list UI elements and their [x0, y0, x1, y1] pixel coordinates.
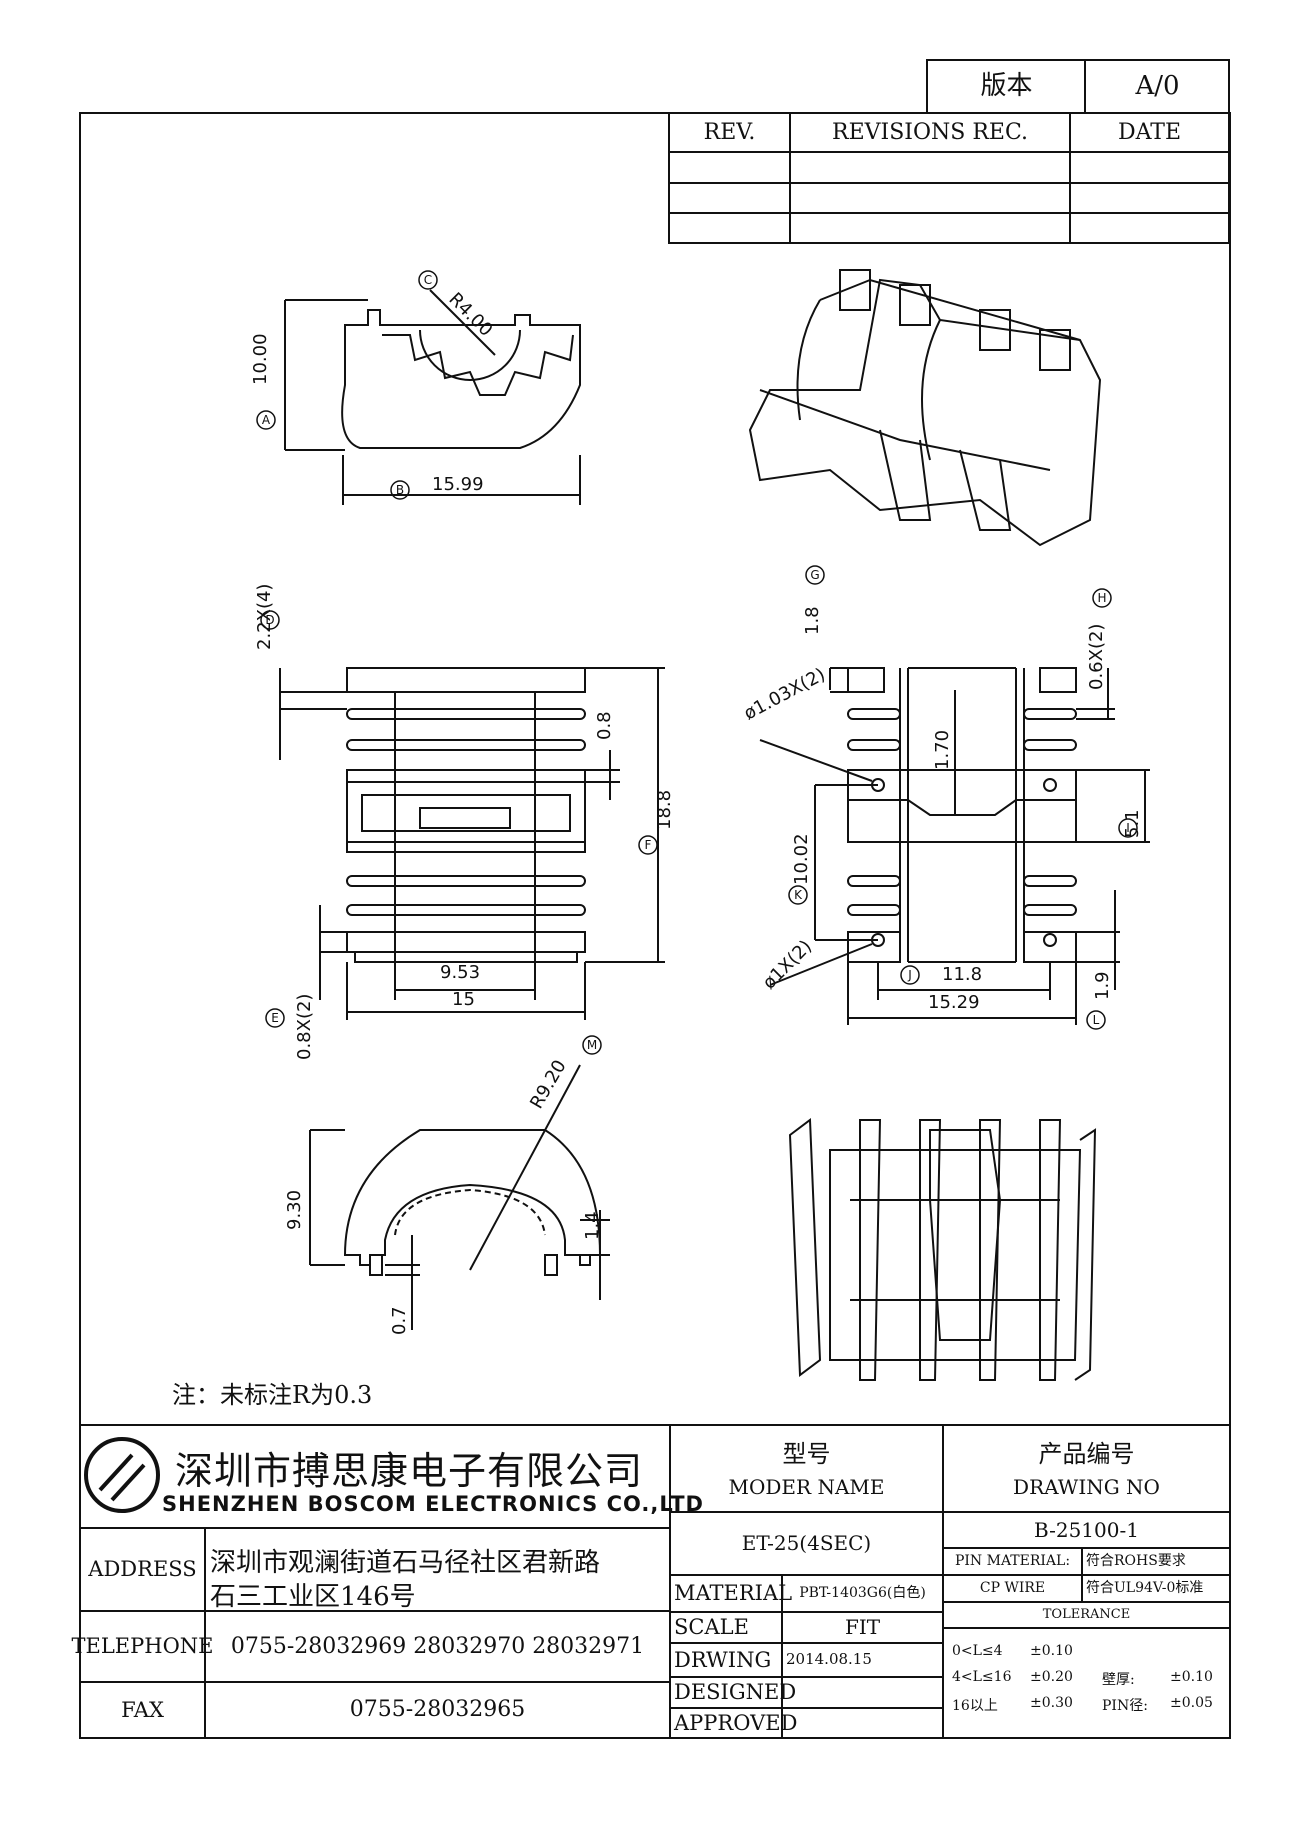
cp-wire-value: 符合UL94V-0标准 — [1086, 1580, 1204, 1597]
dim-step-value: 1.4 — [582, 1211, 603, 1240]
dim-E-value: 0.8X(2) — [294, 994, 315, 1060]
dim-L-value: 1.9 — [1092, 971, 1113, 1000]
dim-H-value: 0.6X(2) — [1086, 624, 1107, 690]
side-view — [759, 667, 1150, 1025]
version-label: 版本 — [980, 71, 1033, 102]
address-label: ADDRESS — [88, 1557, 197, 1582]
approved-value — [782, 1708, 943, 1738]
drawing-date-label: DRWING — [674, 1647, 772, 1672]
circle-label-A: A — [262, 413, 271, 427]
tolerance-label: TOLERANCE — [1042, 1606, 1131, 1622]
circle-label-K: K — [794, 888, 803, 902]
date-header: DATE — [1117, 119, 1182, 145]
circle-markers — [256, 270, 1138, 1055]
dim-bottom-height-value: 9.30 — [284, 1190, 305, 1230]
bottom-view — [309, 1064, 610, 1330]
revisions-rec-header: REVISIONS REC. — [832, 119, 1028, 145]
cp-wire-label: CP WIRE — [979, 1580, 1046, 1597]
fax-label: FAX — [121, 1697, 164, 1722]
dim-A-value: 10.00 — [250, 333, 271, 385]
scale-label: SCALE — [674, 1615, 749, 1640]
material-value: PBT-1403G6(白色) — [799, 1585, 926, 1602]
circle-label-H: H — [1097, 591, 1106, 605]
dim-M-value: R9.20 — [526, 1056, 570, 1112]
dim-hole1-value: ø1.03X(2) — [740, 664, 828, 724]
dim-total-width-value: 15.29 — [928, 992, 980, 1013]
dim-C-value: R4.00 — [444, 289, 496, 341]
boscom-logo-icon — [84, 1437, 160, 1513]
drawing-date-value: 2014.08.15 — [786, 1650, 872, 1669]
tolerance-row-2-value: ±0.20 — [1030, 1669, 1073, 1685]
tolerance-row-2-range: 4<L≤16 — [952, 1669, 1012, 1685]
tolerance-row-1-range: 0<L≤4 — [952, 1643, 1003, 1659]
wall-thickness-value: ±0.10 — [1170, 1669, 1213, 1685]
tolerance-row-1-value: ±0.10 — [1030, 1643, 1073, 1659]
circle-label-I: I — [1126, 821, 1130, 835]
circle-label-L: L — [1093, 1013, 1100, 1027]
circle-label-D: D — [265, 613, 274, 627]
circle-label-E: E — [271, 1011, 279, 1025]
dim-D-value: 2.2X(4) — [254, 584, 275, 650]
drawing-no-label-en: DRAWING NO — [1013, 1474, 1160, 1499]
telephone-value: 0755-28032969 28032970 28032971 — [230, 1633, 645, 1659]
tolerance-row-3-value: ±0.30 — [1030, 1695, 1073, 1711]
isometric-bottom-view — [788, 1118, 1097, 1381]
scale-value: FIT — [844, 1615, 881, 1639]
version-value: A/0 — [1135, 71, 1180, 102]
dim-I-value: 5.1 — [1122, 809, 1143, 838]
dim-B-value: 15.99 — [432, 474, 484, 495]
tolerance-row-3-range: 16以上 — [952, 1698, 998, 1714]
pin-diameter-label: PIN径: — [1102, 1698, 1148, 1714]
dim-mid-value: 1.70 — [932, 730, 953, 770]
dim-J-value: 11.8 — [942, 964, 982, 985]
isometric-top-view — [748, 269, 1102, 547]
rev-header: REV. — [703, 119, 756, 145]
dim-outer-width-value: 15 — [452, 989, 475, 1010]
company-name-cn: 深圳市搏思康电子有限公司 — [175, 1449, 644, 1493]
wall-thickness-label: 壁厚: — [1102, 1672, 1135, 1688]
circle-letters: A B C D E F G H I J K L M — [262, 273, 1130, 1052]
model-value: ET-25(4SEC) — [741, 1531, 872, 1555]
end-view-top — [284, 289, 581, 505]
circle-label-B: B — [396, 483, 404, 497]
model-label-en: MODER NAME — [728, 1474, 885, 1499]
drawing-frame — [79, 112, 1231, 1739]
pin-material-label: PIN MATERIAL: — [954, 1553, 1071, 1570]
address-line1: 深圳市观澜街道石马径社区君新路 — [210, 1548, 601, 1578]
front-view — [279, 667, 665, 1020]
dim-K-value: 10.02 — [791, 833, 812, 885]
dim-hole2-value: ø1X(2) — [759, 936, 816, 993]
dim-slot-value: 0.8 — [594, 711, 615, 740]
circle-label-F: F — [645, 838, 652, 852]
model-label-cn: 型号 — [782, 1440, 831, 1469]
circle-label-M: M — [587, 1038, 597, 1052]
dim-F-value: 18.8 — [654, 790, 675, 830]
drawing-no-value: B-25100-1 — [1034, 1517, 1139, 1542]
pin-diameter-value: ±0.05 — [1170, 1695, 1213, 1711]
circle-label-G: G — [810, 568, 819, 582]
pin-material-value: 符合ROHS要求 — [1086, 1553, 1186, 1570]
circle-label-C: C — [424, 273, 432, 287]
drawing-note: 注：未标注R为0.3 — [172, 1381, 373, 1409]
fax-value: 0755-28032965 — [349, 1697, 526, 1723]
drawing-no-label-cn: 产品编号 — [1038, 1440, 1135, 1469]
designed-label: DESIGNED — [674, 1680, 797, 1705]
dim-G-value: 1.8 — [802, 606, 823, 635]
telephone-label: TELEPHONE — [71, 1634, 214, 1659]
revision-table — [668, 112, 1230, 244]
dim-pin-length-value: 0.7 — [389, 1306, 410, 1335]
circle-label-J: J — [907, 968, 912, 982]
address-line2: 石三工业区146号 — [210, 1582, 416, 1612]
approved-label: APPROVED — [674, 1710, 798, 1735]
dim-inner-width-value: 9.53 — [440, 962, 480, 983]
designed-value — [782, 1677, 943, 1708]
company-name-en: SHENZHEN BOSCOM ELECTRONICS CO.,LTD — [162, 1492, 704, 1516]
material-label: MATERIAL — [674, 1581, 793, 1606]
